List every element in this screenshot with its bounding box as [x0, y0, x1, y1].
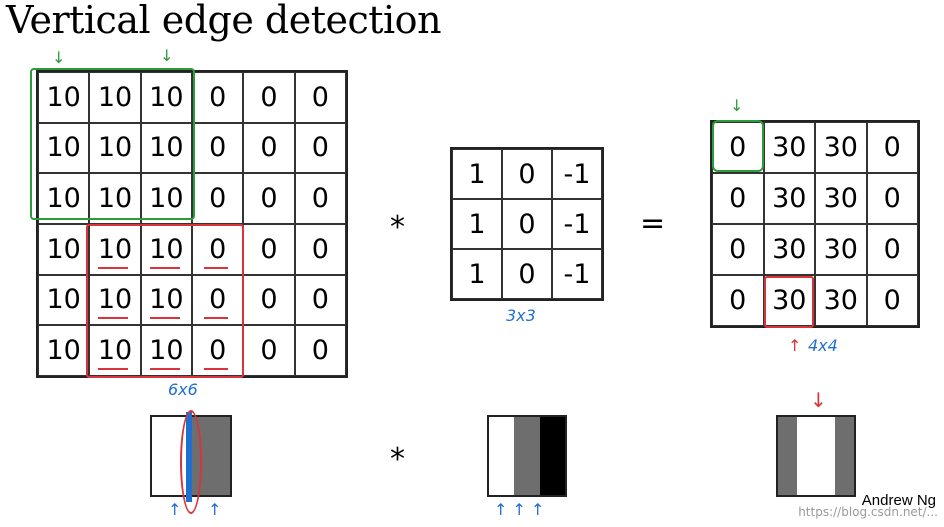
red-underline	[150, 267, 180, 269]
red-output-cell-highlight	[764, 276, 814, 328]
kernel-matrix-cell: 0	[502, 249, 552, 299]
input-matrix-cell: 10	[140, 274, 192, 326]
green-arrow-right: ↓	[160, 46, 174, 65]
output-matrix-cell: 30	[815, 173, 867, 224]
input-matrix-cell: 10	[38, 122, 90, 174]
convolve-operator: *	[390, 210, 405, 245]
output-matrix-cell: 30	[763, 275, 815, 326]
red-arrow-down-strip: ↓	[810, 388, 827, 412]
kernel-matrix-cell: 0	[502, 149, 552, 199]
input-matrix-cell: 0	[191, 72, 244, 123]
input-matrix-cell: 10	[38, 325, 90, 376]
kernel-matrix-cell: -1	[552, 249, 602, 299]
input-matrix-cell: 0	[294, 325, 346, 376]
input-matrix-cell: 0	[294, 72, 346, 123]
kernel-matrix-cell: 1	[452, 249, 502, 299]
red-underline	[98, 317, 128, 319]
input-matrix-cell: 10	[140, 72, 192, 123]
red-underline	[204, 368, 228, 370]
input-matrix-cell: 10	[89, 325, 141, 376]
input-matrix-cell: 10	[89, 122, 141, 174]
input-matrix-cell: 10	[38, 173, 90, 224]
green-arrow-left: ↓	[52, 48, 66, 67]
output-matrix-cell: 0	[866, 173, 918, 224]
output-matrix-cell: 0	[712, 173, 764, 224]
red-underline	[98, 368, 128, 370]
kernel-matrix-cell: 1	[452, 199, 502, 249]
green-arrow-output: ↓	[730, 96, 744, 115]
input-matrix-cell: 0	[243, 274, 295, 326]
green-filter-window	[30, 68, 195, 220]
input-matrix-cell: 0	[243, 72, 295, 123]
input-matrix-cell: 10	[89, 72, 141, 123]
author-credit: Andrew Ng	[861, 492, 936, 509]
input-matrix-cell: 0	[243, 224, 295, 275]
red-underline	[204, 267, 228, 269]
input-matrix-cell: 10	[89, 274, 141, 326]
input-matrix-cell: 0	[294, 173, 346, 224]
output-matrix-cell: 30	[815, 275, 867, 326]
input-matrix-cell: 0	[243, 122, 295, 174]
red-underline	[98, 267, 128, 269]
output-matrix-cell: 0	[866, 224, 918, 275]
kernel-matrix-cell: 0	[502, 199, 552, 249]
output-matrix-cell: 0	[866, 122, 918, 173]
blue-arrows-under-kernel: ↑ ↑ ↑	[494, 500, 545, 519]
input-matrix-cell: 10	[38, 224, 90, 275]
output-size-label: 4x4	[808, 336, 838, 355]
output-matrix-cell: 30	[763, 224, 815, 275]
equals-operator: =	[640, 206, 666, 241]
input-matrix-cell: 0	[294, 224, 346, 275]
red-underline	[204, 317, 228, 319]
green-output-cell-highlight	[712, 120, 764, 172]
slide-title: Vertical edge detection	[6, 0, 442, 42]
input-matrix-cell: 10	[140, 173, 192, 224]
red-arrow-up-output: ↑	[788, 336, 802, 355]
red-edge-ellipse	[180, 410, 202, 514]
output-image-strip	[776, 415, 856, 497]
input-matrix-cell: 10	[140, 325, 192, 376]
red-underline	[150, 317, 180, 319]
input-matrix-cell: 10	[38, 72, 90, 123]
convolve-operator-bottom: *	[390, 442, 405, 477]
input-matrix-cell: 10	[38, 274, 90, 326]
red-underline	[150, 368, 180, 370]
output-matrix-cell: 30	[763, 173, 815, 224]
input-matrix-cell: 10	[89, 224, 141, 275]
blue-arrow-under-strip-2: ↑	[208, 500, 222, 519]
output-matrix-cell: 0	[712, 224, 764, 275]
input-size-label: 6x6	[168, 380, 198, 399]
input-matrix-cell: 0	[243, 173, 295, 224]
output-matrix-cell: 30	[815, 224, 867, 275]
kernel-image-strip	[487, 415, 567, 497]
input-matrix-cell: 10	[140, 122, 192, 174]
input-matrix-cell: 0	[294, 274, 346, 326]
kernel-matrix-cell: -1	[552, 149, 602, 199]
watermark: https://blog.csdn.net/...	[798, 505, 938, 519]
input-matrix-cell: 10	[89, 173, 141, 224]
blue-arrow-under-strip: ↑	[168, 500, 182, 519]
kernel-matrix-cell: 1	[452, 149, 502, 199]
kernel-size-label: 3x3	[506, 306, 536, 325]
red-filter-window	[86, 224, 244, 378]
output-matrix-cell: 0	[712, 275, 764, 326]
input-matrix-cell: 0	[191, 122, 244, 174]
input-matrix-cell: 0	[294, 122, 346, 174]
kernel-matrix-cell: -1	[552, 199, 602, 249]
output-matrix-cell: 30	[763, 122, 815, 173]
input-matrix-cell: 0	[191, 173, 244, 224]
input-matrix-cell: 0	[243, 325, 295, 376]
output-matrix-cell: 0	[866, 275, 918, 326]
output-matrix-cell: 30	[815, 122, 867, 173]
